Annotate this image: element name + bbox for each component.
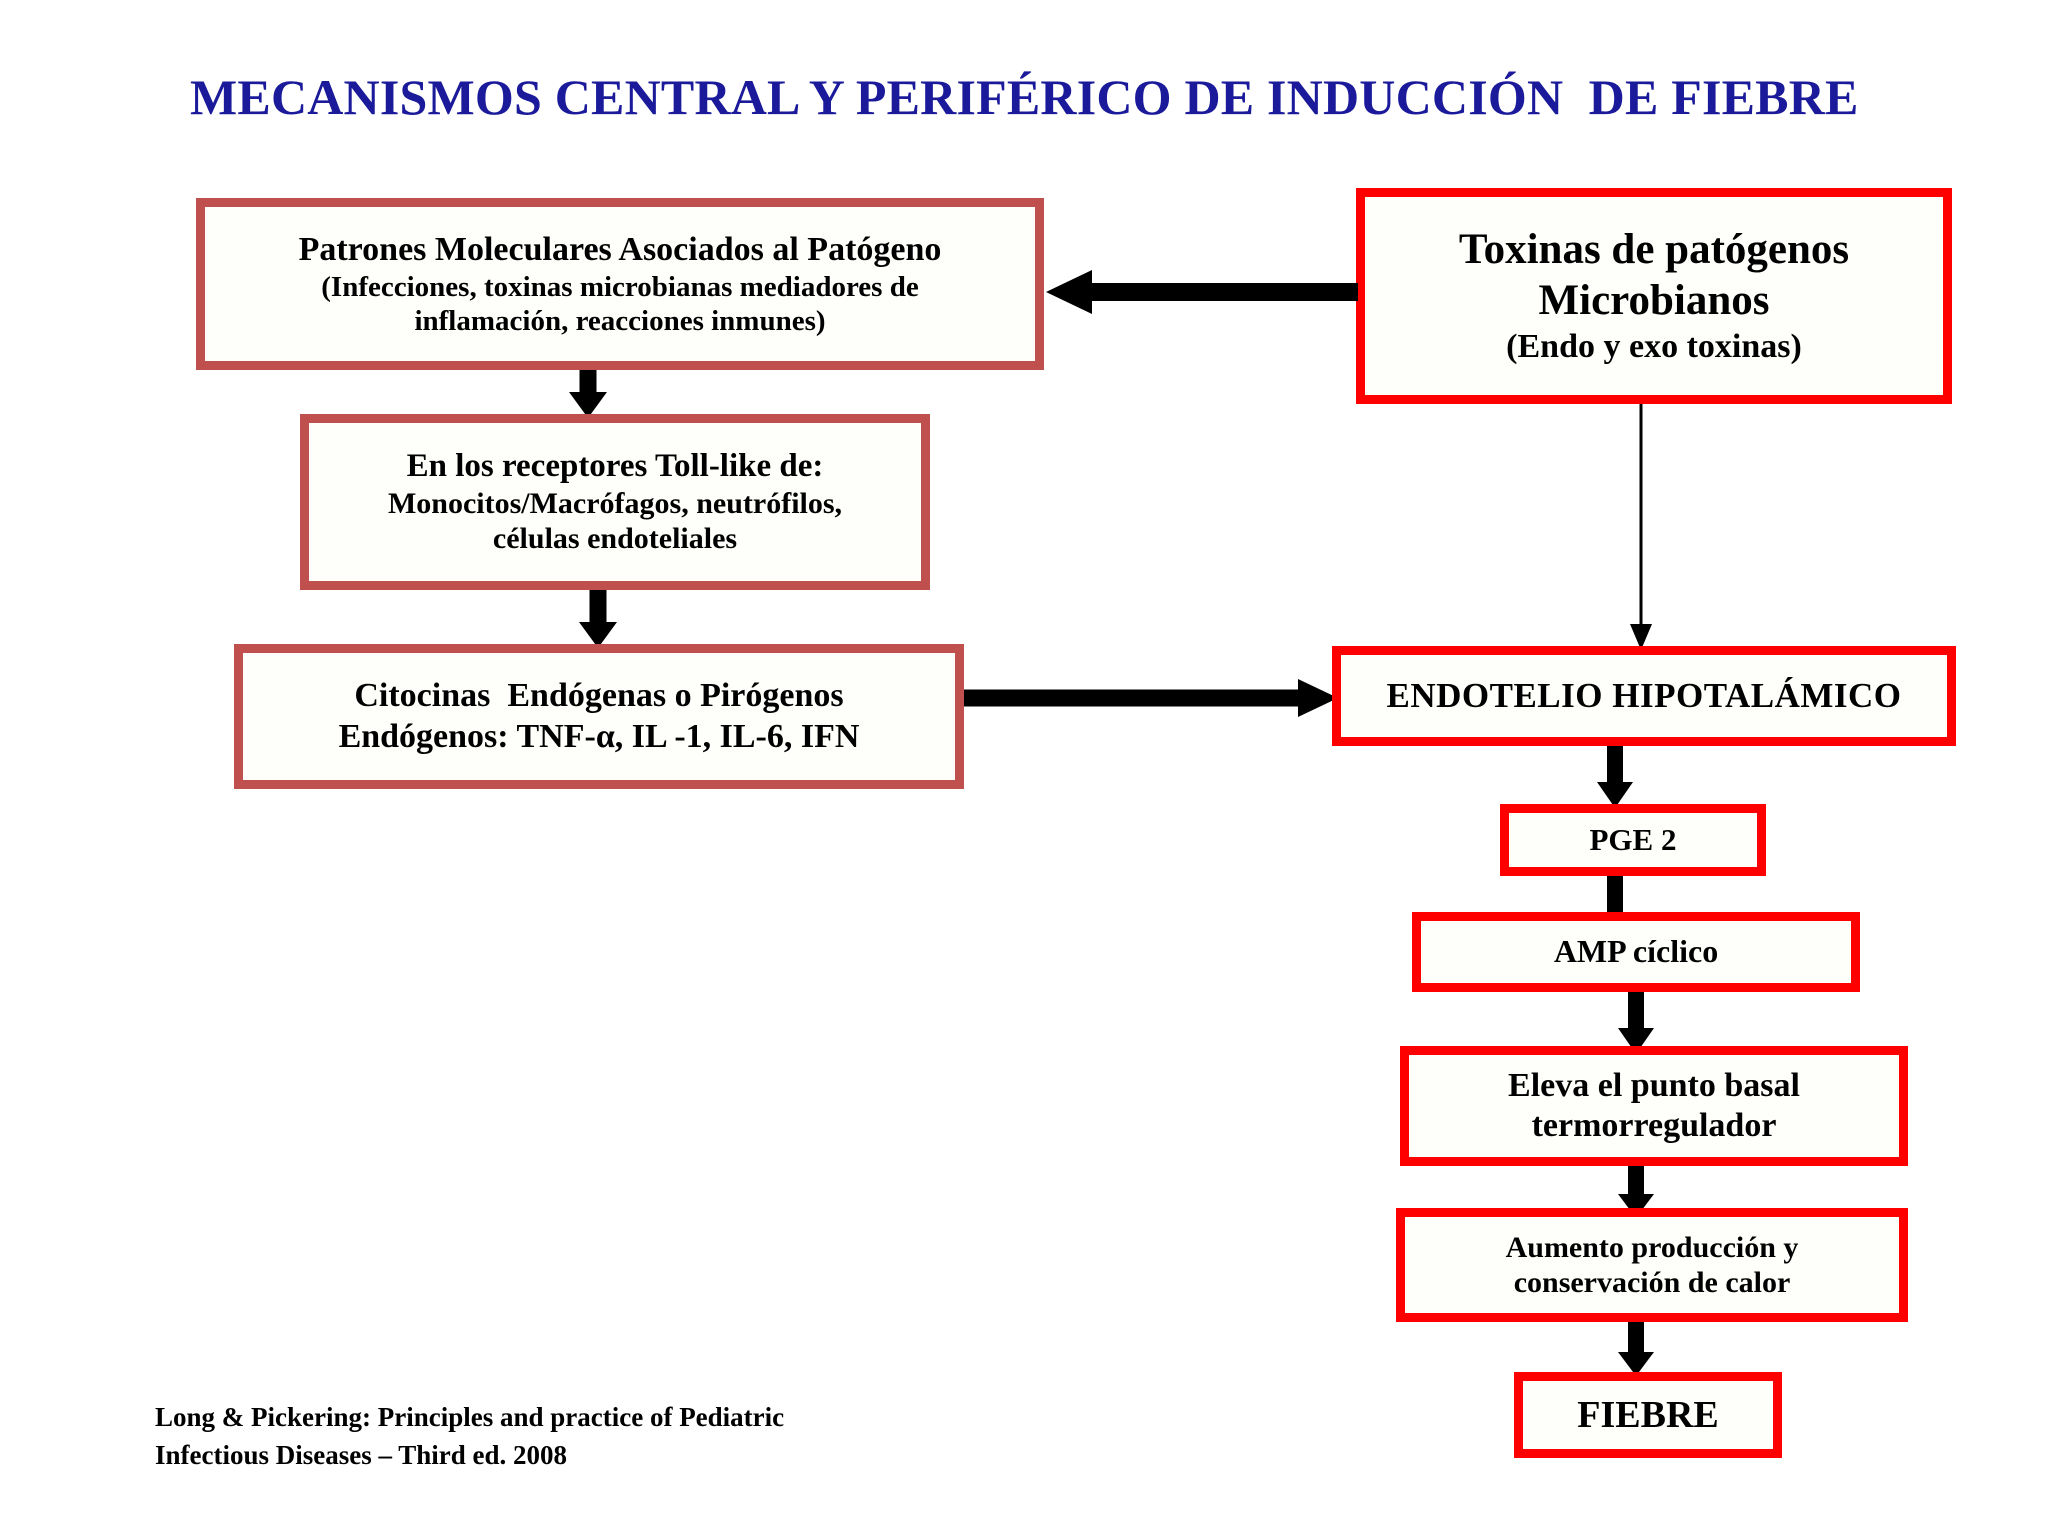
box-line: Microbianos: [1538, 276, 1770, 324]
arrow-amp-to-punto-basal: [1616, 992, 1656, 1054]
citation-line-1: Long & Pickering: Principles and practic…: [155, 1402, 785, 1432]
citation: Long & Pickering: Principles and practic…: [155, 1398, 1055, 1475]
arrow-endotelio-to-pge2: [1595, 746, 1635, 808]
box-line: Aumento producción y: [1505, 1230, 1799, 1264]
box-amp-ciclico[interactable]: AMP cíclico: [1412, 912, 1860, 992]
arrow-shaft: [1607, 876, 1623, 912]
box-line: PGE 2: [1589, 821, 1677, 857]
arrow-toxinas-to-endotelio: [1628, 404, 1654, 650]
arrow-shaft: [1639, 404, 1643, 628]
box-line: AMP cíclico: [1553, 933, 1719, 970]
box-receptores-toll-like[interactable]: En los receptores Toll-like de: Monocito…: [300, 414, 930, 590]
box-line: (Infecciones, toxinas microbianas mediad…: [321, 270, 919, 303]
box-line: conservación de calor: [1513, 1266, 1791, 1299]
arrow-shaft: [1628, 1166, 1644, 1194]
box-line: Patrones Moleculares Asociados al Patóge…: [298, 230, 942, 268]
box-line: Eleva el punto basal: [1508, 1066, 1800, 1104]
arrow-citocinas-to-endotelio: [964, 678, 1338, 718]
arrow-shaft: [1607, 746, 1623, 782]
arrow-shaft: [1628, 992, 1644, 1028]
box-line: Citocinas Endógenas o Pirógenos: [354, 677, 844, 715]
box-fiebre[interactable]: FIEBRE: [1514, 1372, 1782, 1458]
arrow-shaft: [589, 590, 607, 624]
arrow-shaft: [1088, 283, 1358, 301]
arrow-head-left-icon: [1046, 270, 1092, 314]
box-line: (Endo y exo toxinas): [1506, 327, 1802, 365]
arrow-produccion-to-fiebre: [1616, 1322, 1656, 1376]
arrow-toll-like-to-citocinas: [578, 590, 618, 648]
box-citocinas-endogenas[interactable]: Citocinas Endógenas o Pirógenos Endógeno…: [234, 644, 964, 789]
box-line: inflamación, reacciones inmunes): [414, 305, 826, 338]
box-aumento-produccion[interactable]: Aumento producción y conservación de cal…: [1396, 1208, 1908, 1322]
box-line: En los receptores Toll-like de:: [406, 448, 824, 485]
citation-line-2: Infectious Diseases – Third ed. 2008: [155, 1440, 568, 1471]
box-line: FIEBRE: [1577, 1393, 1719, 1436]
arrow-head-right-icon: [1298, 679, 1338, 717]
box-line: Monocitos/Macrófagos, neutrófilos,: [387, 487, 843, 521]
arrow-head-down-icon: [579, 622, 617, 648]
box-line: Toxinas de patógenos: [1458, 226, 1850, 274]
box-patrones-moleculares[interactable]: Patrones Moleculares Asociados al Patóge…: [196, 198, 1044, 370]
box-line: ENDOTELIO HIPOTALÁMICO: [1386, 676, 1902, 716]
box-line: Endógenos: TNF-α, IL -1, IL-6, IFN: [338, 717, 860, 755]
arrow-shaft: [964, 689, 1300, 707]
arrow-head-down-icon: [569, 392, 607, 418]
box-pge2[interactable]: PGE 2: [1500, 804, 1766, 876]
arrow-head-down-icon: [1597, 782, 1633, 808]
arrow-pamps-to-toll-like: [568, 370, 608, 418]
box-toxinas-patogenos[interactable]: Toxinas de patógenos Microbianos (Endo y…: [1356, 188, 1952, 404]
arrow-shaft: [1628, 1322, 1644, 1352]
arrow-head-down-icon: [1630, 624, 1652, 650]
arrow-shaft: [579, 370, 597, 396]
box-endotelio-hipotalamico[interactable]: ENDOTELIO HIPOTALÁMICO: [1332, 646, 1956, 746]
arrow-toxinas-to-patrones: [1046, 270, 1358, 314]
box-line: células endoteliales: [492, 522, 738, 556]
box-line: termorregulador: [1531, 1107, 1777, 1144]
page-title: MECANISMOS CENTRAL Y PERIFÉRICO DE INDUC…: [190, 69, 1859, 125]
box-eleva-punto-basal[interactable]: Eleva el punto basal termorregulador: [1400, 1046, 1908, 1166]
